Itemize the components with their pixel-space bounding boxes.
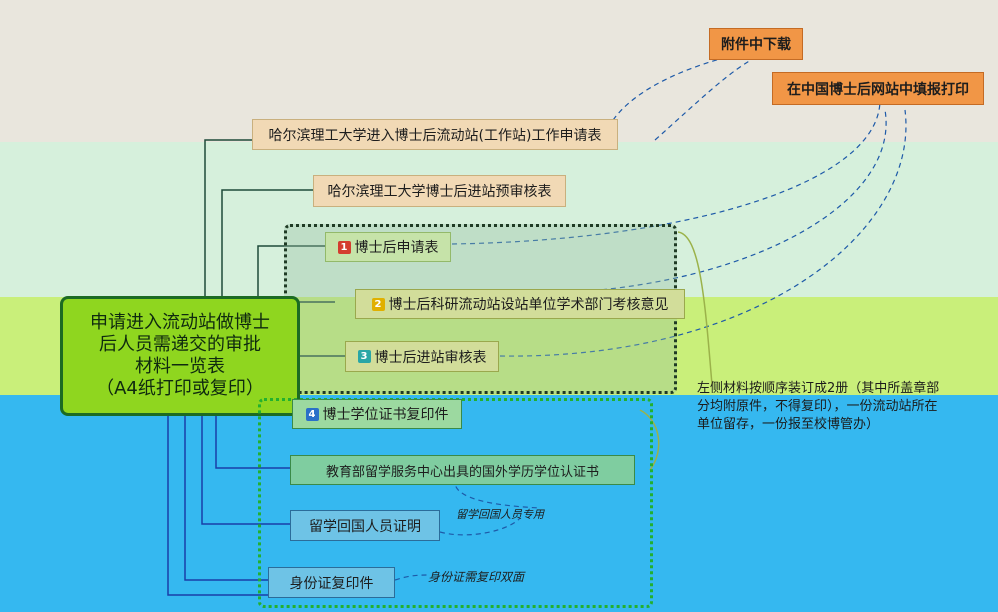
form-assessment-node[interactable]: 2 博士后科研流动站设站单位学术部门考核意见 xyxy=(355,289,685,319)
form-assessment-label: 博士后科研流动站设站单位学术部门考核意见 xyxy=(388,297,669,313)
badge-1-icon: 1 xyxy=(337,240,351,254)
root-node[interactable]: 申请进入流动站做博士 后人员需递交的审批 材料一览表 （A4纸打印或复印） xyxy=(60,296,300,416)
returnees-note: 留学回国人员专用 xyxy=(456,508,544,521)
root-title-line4: （A4纸打印或复印） xyxy=(96,378,264,399)
form-entry-review-label: 博士后进站审核表 xyxy=(374,349,487,366)
root-title-line3: 材料一览表 xyxy=(135,356,225,377)
idcard-note: 身份证需复印双面 xyxy=(428,570,525,584)
badge-2-icon: 2 xyxy=(371,297,385,311)
background-top xyxy=(0,0,998,142)
binding-note: 左侧材料按顺序装订成2册（其中所盖章部分均附原件，不得复印），一份流动站所在单位… xyxy=(697,381,940,432)
form-degree-certificate-label: 博士学位证书复印件 xyxy=(322,407,449,423)
download-attachment-node[interactable]: 附件中下载 xyxy=(709,28,803,60)
background-blue xyxy=(0,395,998,612)
form-entry-review-node[interactable]: 3 博士后进站审核表 xyxy=(345,341,499,372)
form-foreign-degree-node[interactable]: 教育部留学服务中心出具的国外学历学位认证书 xyxy=(290,455,635,485)
form-id-copy-node[interactable]: 身份证复印件 xyxy=(268,567,395,598)
root-title-line1: 申请进入流动站做博士 xyxy=(90,312,270,333)
root-title-line2: 后人员需递交的审批 xyxy=(99,334,261,355)
form-precheck-node[interactable]: 哈尔滨理工大学博士后进站预审核表 xyxy=(313,175,566,207)
form-postdoc-application-node[interactable]: 1 博士后申请表 xyxy=(325,232,451,262)
form-degree-certificate-node[interactable]: 4 博士学位证书复印件 xyxy=(292,399,462,429)
form-postdoc-application-label: 博士后申请表 xyxy=(354,240,439,256)
badge-3-icon: 3 xyxy=(357,350,371,363)
online-fill-node[interactable]: 在中国博士后网站中填报打印 xyxy=(772,72,984,105)
form-returnee-node[interactable]: 留学回国人员证明 xyxy=(290,510,440,541)
badge-4-icon: 4 xyxy=(305,407,319,421)
form-application-node[interactable]: 哈尔滨理工大学进入博士后流动站(工作站)工作申请表 xyxy=(252,119,618,150)
